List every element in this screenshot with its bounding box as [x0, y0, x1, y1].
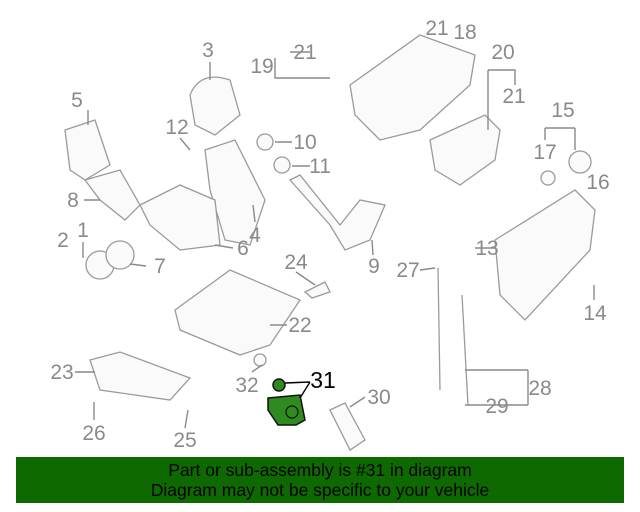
oil-filler-cap: [568, 150, 592, 174]
callout-label-21: 21: [425, 17, 448, 40]
callout-label-30: 30: [367, 386, 390, 409]
highlighted-part-31[interactable]: [267, 378, 306, 426]
callout-label-11: 11: [309, 155, 331, 178]
valve-cover-left: [494, 189, 596, 321]
callout-label-9: 9: [368, 255, 380, 278]
upper-intake-cover: [349, 34, 476, 141]
callout-label-31[interactable]: 31: [310, 367, 336, 393]
callout-label-3: 3: [202, 39, 214, 62]
bracket-24: [303, 281, 331, 299]
callout-label-14: 14: [583, 302, 607, 325]
timing-cover-lower: [139, 184, 221, 251]
idler-pulley: [273, 156, 291, 174]
callout-label-32: 32: [235, 374, 258, 397]
seal: [105, 240, 135, 270]
valve-cover-right: [429, 114, 501, 186]
callout-label-4: 4: [249, 224, 261, 247]
callout-label-12: 12: [165, 116, 188, 139]
callout-label-5: 5: [71, 89, 83, 112]
engine-parts: [64, 34, 596, 451]
cap-gasket: [540, 170, 556, 186]
timing-belt: [288, 174, 386, 251]
callout-label-8: 8: [67, 189, 79, 212]
callout-label-15: 15: [551, 99, 574, 122]
duct: [83, 169, 141, 221]
callout-label-18: 18: [453, 21, 476, 44]
callout-label-25: 25: [173, 429, 196, 452]
timing-cover-mid: [204, 139, 266, 246]
dipstick: [437, 267, 441, 391]
oil-pressure-sender: [253, 353, 267, 367]
oil-pan-lower: [89, 351, 192, 401]
callout-label-29: 29: [485, 395, 508, 418]
part-31-port: [285, 405, 299, 419]
callout-label-23: 23: [50, 361, 73, 384]
timing-cover-left: [64, 119, 111, 181]
callout-label-27: 27: [396, 259, 419, 282]
part-31-seal[interactable]: [272, 378, 286, 392]
callout-label-28: 28: [528, 377, 551, 400]
banner-line-2: Diagram may not be specific to your vehi…: [150, 480, 490, 500]
callout-label-19: 19: [250, 55, 273, 78]
callout-label-21: 21: [293, 41, 316, 64]
callout-label-6: 6: [237, 237, 249, 260]
callout-label-10: 10: [293, 131, 316, 154]
banner-line-1: Part or sub-assembly is #31 in diagram: [168, 460, 472, 480]
leader-lines: [75, 51, 595, 429]
callout-label-22: 22: [288, 314, 311, 337]
callout-label-24: 24: [284, 251, 308, 274]
callout-label-1: 1: [77, 219, 89, 242]
dipstick-tube: [461, 294, 469, 406]
callout-label-20: 20: [491, 41, 514, 64]
callout-label-13: 13: [475, 237, 498, 260]
tensioner-pulley: [256, 133, 274, 151]
callout-label-26: 26: [82, 422, 105, 445]
callout-label-17: 17: [533, 141, 556, 164]
timing-cover-upper: [189, 76, 241, 136]
callout-label-21: 21: [502, 85, 525, 108]
info-banner: Part or sub-assembly is #31 in diagram D…: [16, 457, 624, 503]
oil-filter: [329, 402, 366, 451]
callout-label-2: 2: [57, 229, 69, 252]
callout-label-16: 16: [586, 171, 609, 194]
callout-label-7: 7: [154, 255, 166, 278]
oil-pan-upper: [174, 269, 301, 356]
